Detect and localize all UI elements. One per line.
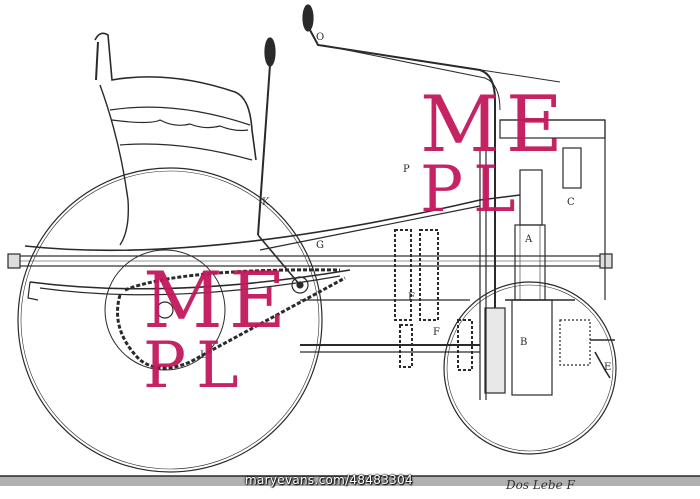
chassis-frame xyxy=(7,253,613,269)
gear-train xyxy=(300,229,480,371)
leaf-spring xyxy=(27,269,351,301)
seat-lever xyxy=(257,37,309,294)
label-seat-lever: K xyxy=(262,197,270,208)
steering-post xyxy=(479,150,487,400)
mepl-watermark-logo: ME PL xyxy=(143,262,292,398)
label-lever: P xyxy=(403,164,410,175)
mepl-watermark-logo: ME PL xyxy=(420,86,569,222)
label-flywheel: B xyxy=(520,337,527,348)
ground-line xyxy=(0,475,700,486)
drive-chain xyxy=(116,268,346,370)
watermark-url: maryevans.com/48483304 xyxy=(245,473,413,487)
logo-bottom-line: PL xyxy=(143,329,249,403)
logo-bottom-line: PL xyxy=(420,153,526,227)
steering-column xyxy=(302,4,561,330)
carriage-seat xyxy=(94,32,257,246)
engine xyxy=(484,119,615,396)
crank-handle xyxy=(594,351,611,379)
front-wheel xyxy=(443,281,617,455)
label-cylinder: A xyxy=(524,234,533,245)
label-crank: E xyxy=(604,362,611,373)
label-gear-right: F xyxy=(433,327,440,338)
label-handle: O xyxy=(316,32,324,43)
engraver-signature: Dos Lebe F xyxy=(506,478,575,492)
label-spring-joint: G xyxy=(316,240,324,251)
reach-bar xyxy=(24,194,521,252)
logo-top-line: ME xyxy=(143,256,292,346)
label-gear-left: F xyxy=(408,292,415,303)
rear-wheel xyxy=(17,167,323,473)
label-chamber: C xyxy=(567,197,575,208)
label-chain-sprocket: L xyxy=(200,350,207,361)
logo-top-line: ME xyxy=(420,80,569,170)
